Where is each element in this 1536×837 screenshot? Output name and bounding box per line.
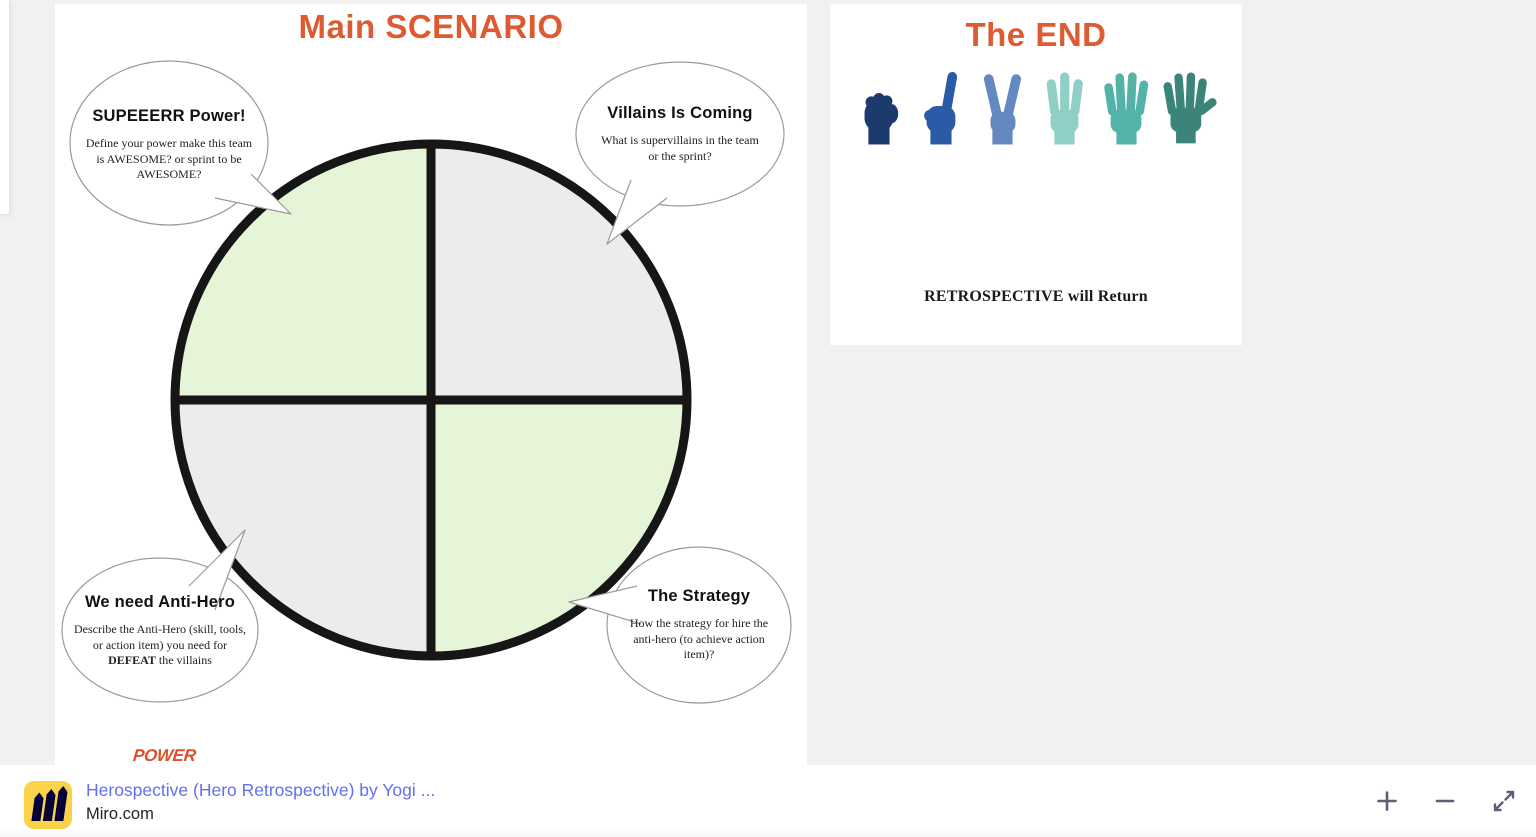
bubble-body: How the strategy for hire the anti-hero … xyxy=(629,615,769,662)
miro-com-label: Miro.com xyxy=(86,805,154,823)
zoom-in-button[interactable] xyxy=(1374,788,1400,814)
footer-textblock: Herospective (Hero Retrospective) by Yog… xyxy=(86,780,435,824)
main-scenario-frame[interactable]: Main SCENARIO SUPEEERR Power! Define you… xyxy=(55,4,807,765)
the-end-title: The END xyxy=(965,16,1107,53)
bubble-body: Describe the Anti-Hero (skill, tools, or… xyxy=(74,621,246,668)
speech-bubble-antihero: We need Anti-Hero Describe the Anti-Hero… xyxy=(59,510,307,706)
three-fingers-hand-icon xyxy=(1046,72,1083,145)
speech-bubble-strategy: The Strategy How the strategy for hire t… xyxy=(559,544,803,710)
speech-bubble-shape xyxy=(575,61,785,245)
bubble-heading: SUPEEERR Power! xyxy=(92,106,246,125)
fist-to-five-hands-row xyxy=(830,60,1242,146)
speech-bubble-shape xyxy=(69,60,292,226)
wheel-quadrant-strategy xyxy=(431,400,687,656)
wheel-quadrant-power xyxy=(175,144,431,400)
board-title-link[interactable]: Herospective (Hero Retrospective) by Yog… xyxy=(86,780,436,800)
the-end-frame[interactable]: The END xyxy=(830,4,1242,345)
one-finger-hand-icon xyxy=(924,71,958,145)
retrospective-wheel xyxy=(170,139,692,661)
bubble-heading: We need Anti-Hero xyxy=(84,592,236,611)
retrospective-return-caption: RETROSPECTIVE will Return xyxy=(924,288,1148,305)
two-fingers-hand-icon xyxy=(983,74,1022,145)
five-fingers-hand-icon xyxy=(1163,72,1217,144)
wheel-quadrant-antihero xyxy=(175,400,431,656)
minus-icon xyxy=(1435,799,1455,803)
zoom-out-button[interactable] xyxy=(1432,788,1458,814)
bubble-heading: The Strategy xyxy=(647,586,751,605)
bubble-heading: Villains Is Coming xyxy=(607,103,753,122)
fullscreen-button[interactable] xyxy=(1490,787,1518,815)
expand-arrows-icon xyxy=(1493,790,1515,812)
wheel-cross-divider xyxy=(175,144,687,656)
embed-zoom-controls xyxy=(1374,765,1518,837)
fist-hand-icon xyxy=(864,93,899,145)
wheel-quadrant-villains xyxy=(431,144,687,400)
bubble-body: Define your power make this team is AWES… xyxy=(85,135,253,182)
bubble-body: What is supervillains in the team or the… xyxy=(601,132,759,163)
miro-embed-footer: Herospective (Hero Retrospective) by Yog… xyxy=(0,765,1536,837)
miro-logo[interactable] xyxy=(24,781,72,829)
four-fingers-hand-icon xyxy=(1104,72,1149,145)
plus-icon xyxy=(1377,791,1397,811)
speech-bubble-shape xyxy=(568,546,792,704)
adjacent-frame-edge xyxy=(0,0,10,215)
speech-bubble-shape xyxy=(61,529,259,703)
main-scenario-title: Main SCENARIO xyxy=(298,8,564,45)
speech-bubble-super-power: SUPEEERR Power! Define your power make t… xyxy=(65,58,297,230)
speech-bubble-villains: Villains Is Coming What is supervillains… xyxy=(571,58,795,254)
power-category-label: POWER xyxy=(132,746,197,765)
